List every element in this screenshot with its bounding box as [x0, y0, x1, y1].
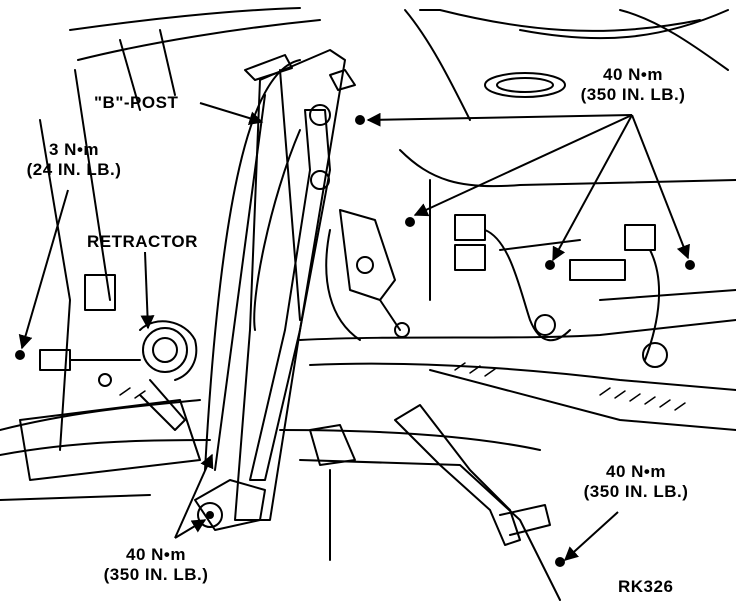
bolt-b-post	[355, 115, 365, 125]
leader-bottom-1	[174, 453, 214, 539]
center-belt-hardware	[325, 209, 410, 341]
leader-top-4	[631, 114, 690, 260]
bolts	[15, 115, 695, 567]
floor-hatching	[119, 362, 686, 411]
leader-b-post	[199, 102, 264, 126]
label-retractor: RETRACTOR	[87, 232, 198, 251]
leader-top-2	[413, 114, 633, 217]
retractor-assembly	[39, 320, 198, 431]
bolt-lower	[206, 511, 214, 519]
label-torque-40nm-bottom: 40 N•m (350 IN. LB.)	[103, 545, 209, 584]
label-b-post: "B"-POST	[94, 93, 179, 112]
b-post-pillar	[204, 49, 356, 521]
roof-lines	[69, 7, 729, 121]
leader-3nm	[18, 189, 69, 350]
bolt-rear-left	[545, 260, 555, 270]
bolt-left	[15, 350, 25, 360]
leader-bottom-2	[174, 519, 207, 539]
rear-belts	[454, 214, 668, 368]
seat-belt-webbing	[194, 104, 331, 531]
bolt-center	[405, 217, 415, 227]
leader-retractor	[140, 251, 155, 330]
bolt-rear-right	[685, 260, 695, 270]
leader-top-3	[552, 114, 633, 262]
label-torque-3nm: 3 N•m (24 IN. LB.)	[26, 140, 122, 179]
bolt-floor	[555, 557, 565, 567]
leader-top-1	[366, 112, 633, 127]
floor-bracket	[309, 404, 551, 546]
label-torque-40nm-right: 40 N•m (350 IN. LB.)	[583, 462, 689, 501]
label-torque-40nm-top: 40 N•m (350 IN. LB.)	[580, 65, 686, 104]
figure-code: RK326	[618, 577, 674, 596]
leader-lines	[18, 102, 690, 561]
left-wall	[0, 69, 211, 481]
floor-pan	[0, 149, 736, 601]
leader-right	[563, 511, 619, 561]
